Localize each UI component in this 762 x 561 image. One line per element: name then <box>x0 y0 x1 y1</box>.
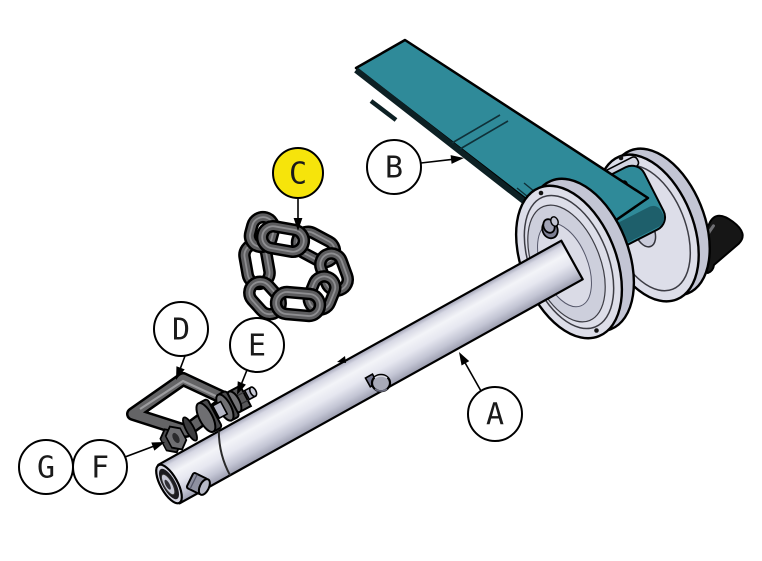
leader-line-b <box>420 158 456 164</box>
leader-arrowhead-f <box>151 442 165 451</box>
tube-end-cap <box>155 463 183 505</box>
callout-label-e: E <box>248 329 266 364</box>
part-chain <box>238 210 354 323</box>
leader-arrowhead-d <box>176 366 185 380</box>
swivel-stub <box>243 386 258 401</box>
callout-e: E <box>229 317 285 373</box>
part-shaft-tube <box>155 239 584 505</box>
callout-circle-c <box>272 147 324 199</box>
callout-label-a: A <box>486 398 504 433</box>
tube-mid-bolt <box>364 373 392 393</box>
callout-label-b: B <box>385 151 403 186</box>
callout-label-f: F <box>91 451 109 486</box>
tube-end-bolt <box>185 472 211 496</box>
rim-hole <box>538 190 544 196</box>
callout-label-d: D <box>172 313 190 348</box>
part-shackle-swivel <box>126 372 258 454</box>
callout-label-c: C <box>289 157 307 192</box>
part-hex-nut <box>159 425 188 454</box>
callout-circle-b <box>366 139 422 195</box>
callout-a: A <box>467 386 523 442</box>
callout-circle-g <box>18 439 74 495</box>
swivel-disc-front <box>195 398 223 433</box>
swivel-spacer <box>211 400 229 420</box>
callout-circle-e <box>229 317 285 373</box>
leader-line-f <box>124 444 157 458</box>
rim-hole <box>618 155 624 161</box>
callout-circle-a <box>467 386 523 442</box>
leader-arrowhead-e <box>237 381 246 395</box>
flange-hub-bolt <box>541 216 559 240</box>
rim-hole <box>594 328 599 333</box>
part-swivel-nut <box>226 384 253 414</box>
callout-layer: A B C D E F G <box>18 139 523 495</box>
callout-circle-d <box>153 301 209 357</box>
callout-g: G <box>18 439 74 495</box>
callout-c: C <box>272 147 324 199</box>
callout-label-g: G <box>37 451 55 486</box>
leader-arrowhead-b <box>450 155 464 164</box>
callout-d: D <box>153 301 209 357</box>
callout-b: B <box>366 139 422 195</box>
part-washer <box>182 416 198 442</box>
leader-arrowhead-a <box>459 352 470 366</box>
leader-line-a <box>462 359 482 392</box>
leader-arrowhead-c <box>293 218 303 231</box>
callout-f: F <box>72 439 128 495</box>
